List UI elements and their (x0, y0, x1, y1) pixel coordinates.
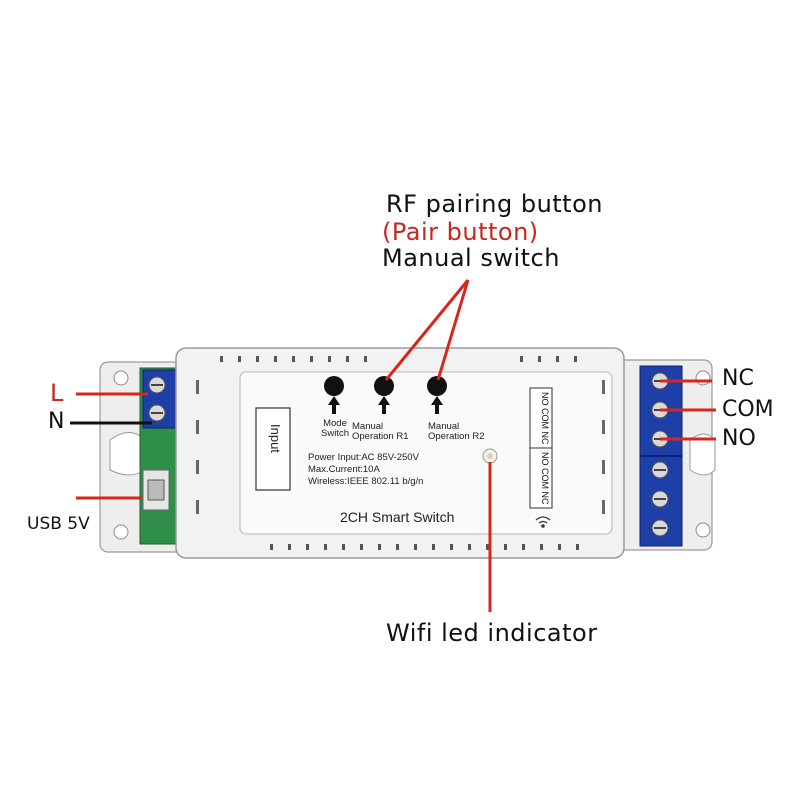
nc-label: NC (722, 366, 754, 391)
neutral-label: N (48, 409, 65, 434)
rf-pairing-label: RF pairing button (386, 190, 603, 218)
mode-switch-button-graphic (324, 376, 344, 414)
product-name: 2CH Smart Switch (340, 509, 455, 525)
spec-block: Power Input:AC 85V-250V Max.Current:10A … (308, 452, 423, 488)
manual-r1-line2: Operation R1 (352, 431, 409, 442)
terminal-text-top: NO COM NC (540, 392, 550, 445)
wifi-led (482, 448, 498, 464)
wifi-led-label: Wifi led indicator (386, 619, 598, 647)
com-label: COM (722, 397, 774, 422)
mode-switch-line2: Switch (321, 428, 349, 439)
manual-switch-label: Manual switch (382, 244, 560, 272)
output-terminal-block (639, 365, 683, 547)
manual-r2-line1: Manual (428, 421, 460, 432)
usb-label: USB 5V (27, 514, 90, 534)
no-label: NO (722, 426, 756, 451)
manual-r1-line1: Manual (352, 421, 384, 432)
manual-r1-label: Manual Operation R1 (352, 422, 418, 442)
spec-power-input: Power Input:AC 85V-250V (308, 452, 419, 463)
manual-r2-line2: Operation R2 (428, 431, 485, 442)
mode-switch-label: Mode Switch (318, 419, 352, 439)
input-label-box (255, 407, 291, 491)
spec-max-current: Max.Current:10A (308, 464, 380, 475)
mode-switch-line1: Mode (323, 418, 347, 429)
manual-r1-button-graphic (374, 376, 394, 414)
wifi-symbol-icon (535, 516, 551, 528)
manual-r2-button-graphic (427, 376, 447, 414)
live-label: L (50, 379, 64, 407)
input-terminal-block (142, 369, 182, 429)
callout-lines (76, 279, 716, 612)
manual-r2-label: Manual Operation R2 (428, 422, 494, 442)
input-text: Input (268, 424, 283, 453)
pair-button-label: (Pair button) (382, 218, 539, 246)
spec-wireless: Wireless:IEEE 802.11 b/g/n (308, 476, 424, 487)
terminal-text-bottom: NO COM NC (540, 452, 550, 505)
usb-port (142, 469, 170, 511)
